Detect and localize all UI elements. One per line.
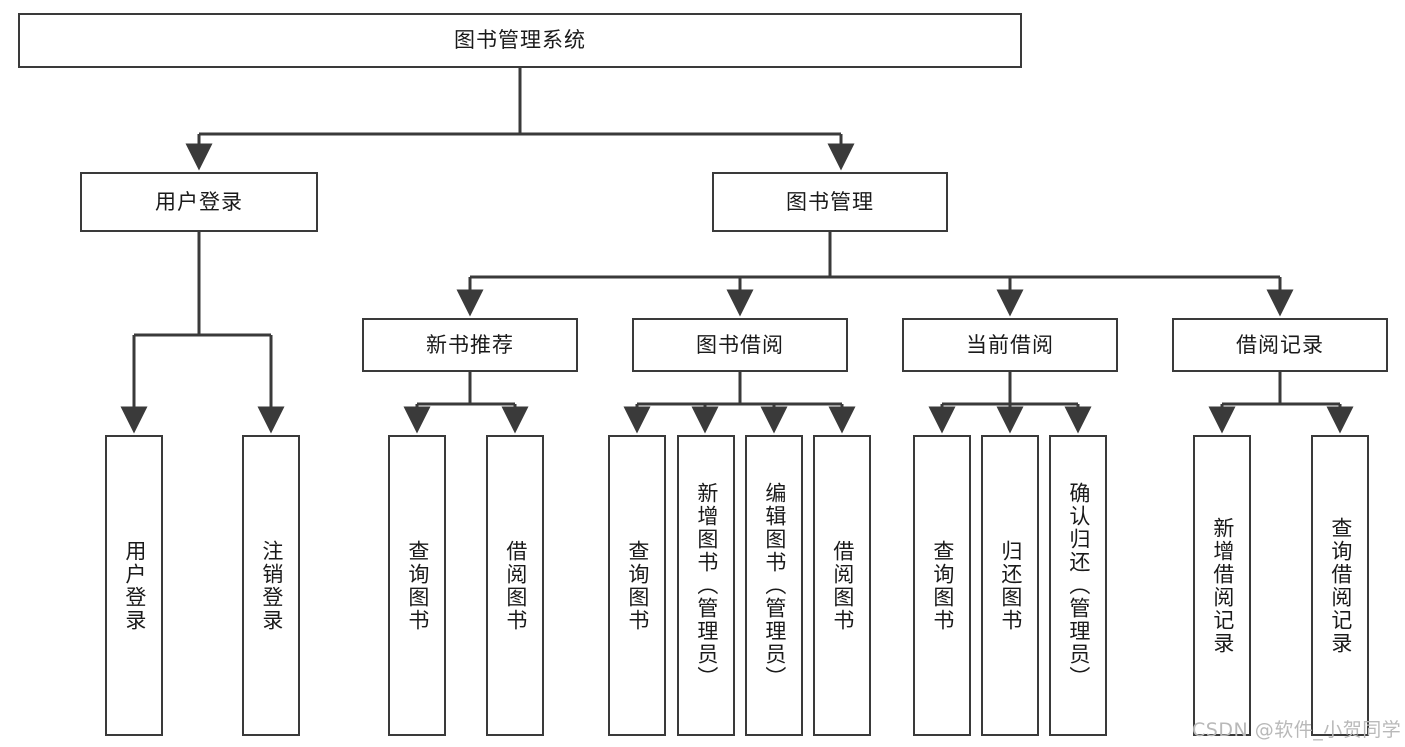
node-leaf-add-record[interactable]: 新增借阅记录: [1193, 435, 1251, 736]
node-leaf-borrow-book-1[interactable]: 借阅图书: [486, 435, 544, 736]
node-label: 图书管理: [786, 189, 874, 214]
node-label: 图书借阅: [696, 332, 784, 357]
node-leaf-query-book-1[interactable]: 查询图书: [388, 435, 446, 736]
node-label: 用户登录: [122, 539, 147, 632]
node-leaf-user-login[interactable]: 用户登录: [105, 435, 163, 736]
node-label: 当前借阅: [966, 332, 1054, 357]
node-label: 用户登录: [155, 189, 243, 214]
node-root-system[interactable]: 图书管理系统: [18, 13, 1022, 68]
node-leaf-return-book[interactable]: 归还图书: [981, 435, 1039, 736]
node-leaf-add-book[interactable]: 新增图书（管理员）: [677, 435, 735, 736]
node-book-borrow[interactable]: 图书借阅: [632, 318, 848, 372]
node-leaf-confirm-return[interactable]: 确认归还（管理员）: [1049, 435, 1107, 736]
node-label: 借阅记录: [1236, 332, 1324, 357]
node-leaf-user-logout[interactable]: 注销登录: [242, 435, 300, 736]
node-leaf-query-book-3[interactable]: 查询图书: [913, 435, 971, 736]
node-label: 新增图书（管理员）: [694, 482, 719, 689]
node-new-book-recommend[interactable]: 新书推荐: [362, 318, 578, 372]
node-leaf-edit-book[interactable]: 编辑图书（管理员）: [745, 435, 803, 736]
node-label: 查询图书: [405, 539, 430, 632]
node-leaf-query-book-2[interactable]: 查询图书: [608, 435, 666, 736]
node-label: 归还图书: [998, 539, 1023, 632]
csdn-watermark: CSDN @软件_小贺同学: [1192, 719, 1402, 741]
node-current-borrow[interactable]: 当前借阅: [902, 318, 1118, 372]
node-label: 新增借阅记录: [1210, 516, 1235, 655]
node-label: 注销登录: [259, 539, 284, 632]
node-label: 借阅图书: [503, 539, 528, 632]
node-label: 查询图书: [625, 539, 650, 632]
node-book-manage[interactable]: 图书管理: [712, 172, 948, 232]
node-label: 确认归还（管理员）: [1066, 482, 1091, 689]
node-label: 新书推荐: [426, 332, 514, 357]
node-label: 编辑图书（管理员）: [762, 482, 787, 689]
node-label: 借阅图书: [830, 539, 855, 632]
node-leaf-borrow-book-2[interactable]: 借阅图书: [813, 435, 871, 736]
node-label: 查询图书: [930, 539, 955, 632]
node-leaf-query-record[interactable]: 查询借阅记录: [1311, 435, 1369, 736]
node-label: 图书管理系统: [454, 28, 586, 53]
node-borrow-record[interactable]: 借阅记录: [1172, 318, 1388, 372]
node-user-login[interactable]: 用户登录: [80, 172, 318, 232]
node-label: 查询借阅记录: [1328, 516, 1353, 655]
